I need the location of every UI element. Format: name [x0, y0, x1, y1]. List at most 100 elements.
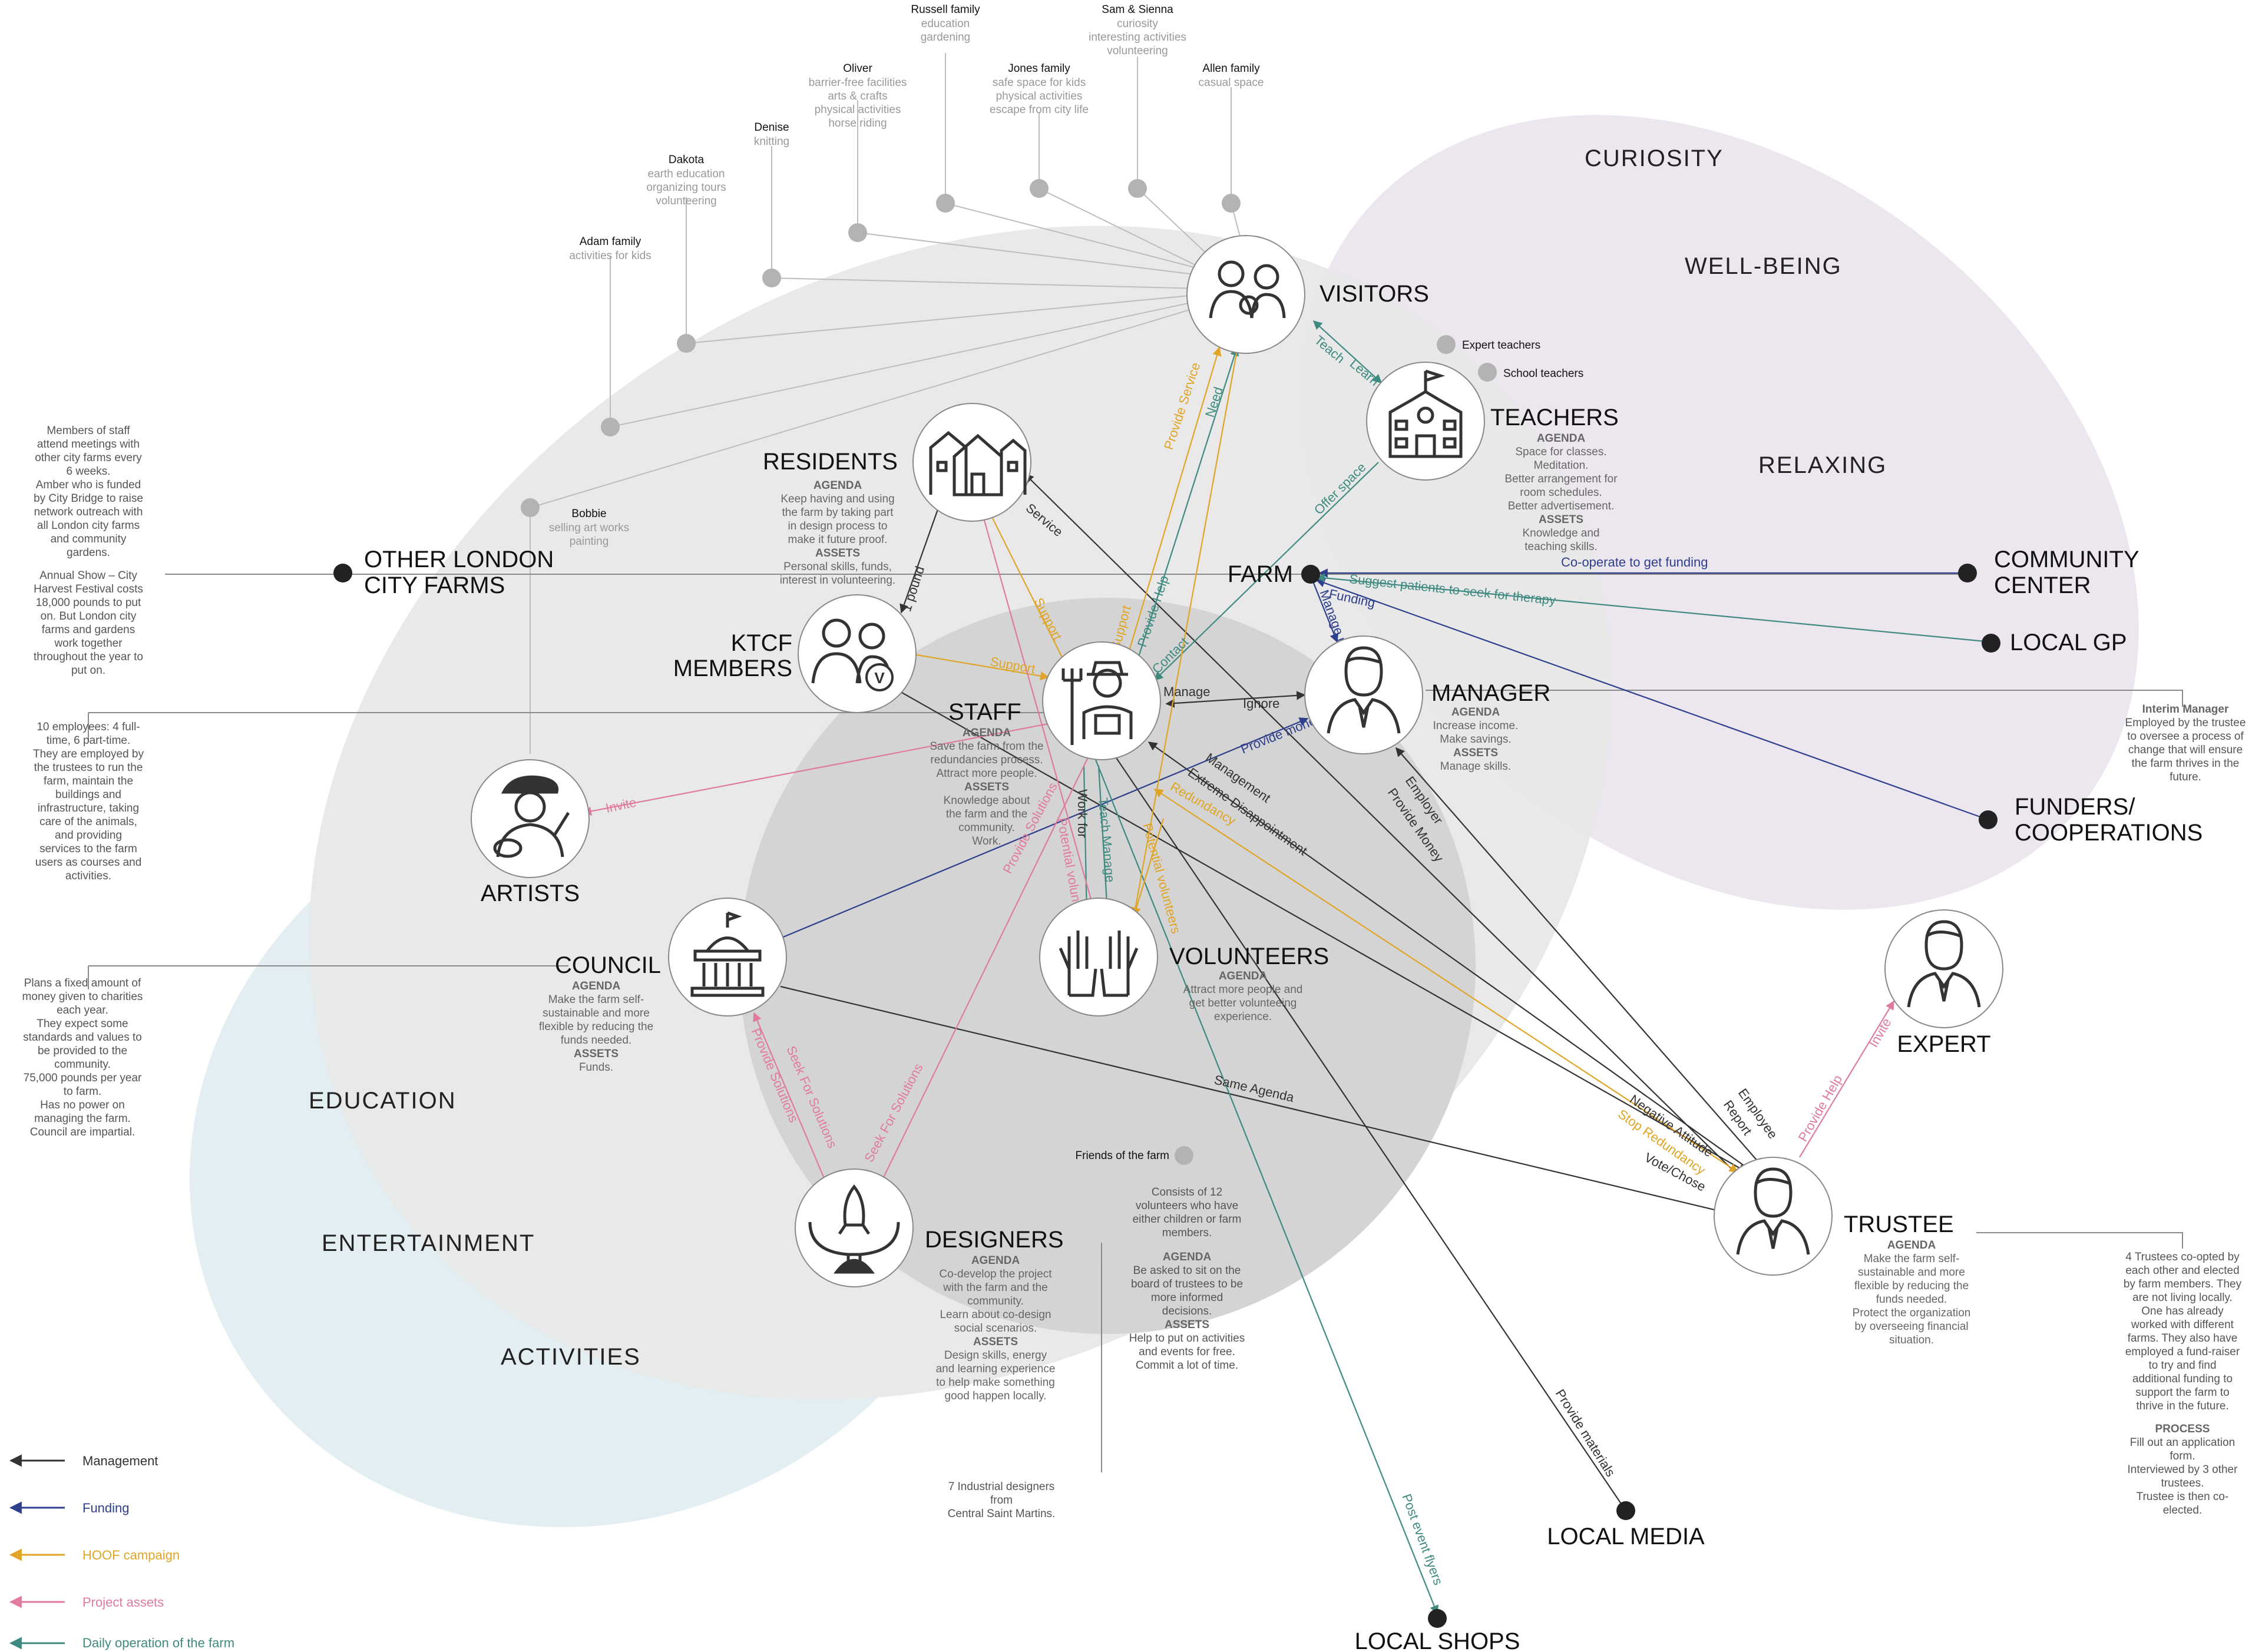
staff-assets-head: ASSETS [964, 781, 1009, 793]
note-line: Trustee is then co- [2137, 1491, 2229, 1503]
note-line: Plans a fixed amount of [24, 977, 141, 989]
manager-agenda-head: AGENDA [1451, 706, 1500, 719]
zones [64, 0, 2262, 1652]
legend-label: Management [82, 1454, 158, 1468]
friends-label: Friends of the farm [1076, 1150, 1169, 1162]
volunteers-label: VOLUNTEERS [1169, 943, 1329, 969]
other-london-label-2: CITY FARMS [364, 572, 505, 598]
note-line: users as courses and [35, 856, 142, 869]
manager-assets: Manage skills. [1440, 760, 1511, 773]
actor-artists[interactable]: ARTISTS [471, 760, 589, 906]
designers-assets: Design skills, energy [944, 1349, 1047, 1362]
actor-trustee[interactable]: TRUSTEE AGENDA Make the farm self- susta… [1714, 1157, 1970, 1346]
community-dot [1958, 564, 1977, 582]
designers-agenda: Co-develop the project [939, 1268, 1052, 1280]
note-trustee: 4 Trustees co-opted by each other and el… [2124, 1251, 2242, 1517]
ktcf-badge-text: V [874, 669, 885, 687]
note-line: support the farm to [2135, 1386, 2229, 1399]
ktcf-label-2: MEMBERS [673, 655, 792, 681]
persona-name: Bobbie [571, 508, 606, 520]
zone-wellbeing: WELL-BEING [1685, 253, 1842, 279]
volunteers-agenda: Attract more people and [1183, 984, 1303, 996]
teachers-agenda: Better advertisement. [1508, 500, 1615, 512]
trustee-agenda: by overseeing financial [1854, 1320, 1968, 1333]
designers-agenda-head: AGENDA [971, 1254, 1020, 1267]
school-teachers-label: School teachers [1503, 368, 1583, 380]
persona-desc: arts & crafts [828, 90, 887, 102]
expert-teachers-dot [1437, 335, 1456, 354]
local-gp-label: LOCAL GP [2010, 630, 2127, 655]
staff-label: STAFF [948, 699, 1021, 725]
legend-item-management: Management [11, 1454, 158, 1468]
other-london-dot [333, 564, 352, 582]
persona-desc: physical activities [996, 90, 1083, 102]
note-line: Members of staff [47, 425, 130, 437]
legend-item-project: Project assets [11, 1595, 164, 1610]
note-line: either children or farm [1133, 1213, 1242, 1226]
note-line: are not living locally. [2132, 1292, 2233, 1304]
residents-agenda: make it future proof. [788, 534, 888, 546]
persona-desc: gardening [921, 31, 971, 44]
note-line: Central Saint Martins. [948, 1508, 1056, 1520]
designers-assets: good happen locally. [945, 1390, 1047, 1402]
council-agenda: sustainable and more [543, 1007, 650, 1019]
ktcf-circle [798, 595, 916, 713]
note-line: elected. [2163, 1504, 2203, 1517]
local-shops-dot [1428, 1609, 1447, 1628]
note-line: and community [51, 533, 127, 545]
note-line: Commit a lot of time. [1136, 1359, 1238, 1372]
note-line: from [990, 1494, 1013, 1507]
manager-label: MANAGER [1431, 680, 1550, 706]
persona-desc: painting [570, 535, 609, 548]
note-line: worked with different [2131, 1319, 2234, 1331]
note-line: managing the farm. [34, 1113, 131, 1125]
note-line: each year. [57, 1004, 108, 1017]
note-line: Help to put on activities [1129, 1332, 1245, 1345]
node-local-media[interactable]: LOCAL MEDIA [1547, 1501, 1705, 1550]
note-line: Consists of 12 [1152, 1186, 1222, 1199]
zone-relaxing: RELAXING [1758, 452, 1887, 478]
actor-expert[interactable]: EXPERT [1885, 910, 2003, 1057]
staff-agenda: Save the farm from the [930, 740, 1043, 753]
legend-item-hoof: HOOF campaign [11, 1548, 180, 1562]
note-head: AGENDA [1163, 1251, 1212, 1263]
persona-desc: activities for kids [569, 250, 651, 262]
teachers-agenda-head: AGENDA [1537, 432, 1586, 445]
note-line: services to the farm [39, 843, 137, 855]
persona-name: Allen family [1202, 62, 1260, 75]
teachers-assets: Knowledge and [1523, 527, 1600, 539]
label-co-operate: Co-operate to get funding [1561, 555, 1708, 570]
community-label-1: COMMUNITY [1994, 547, 2139, 572]
trustee-agenda: flexible by reducing the [1854, 1280, 1969, 1292]
note-line: Annual Show – City [39, 570, 137, 582]
note-line: decisions. [1162, 1305, 1212, 1317]
teachers-label: TEACHERS [1490, 405, 1619, 431]
persona-dot [936, 194, 955, 213]
note-line: each other and elected [2125, 1264, 2239, 1277]
label-manage-a: Manage [1163, 684, 1211, 699]
persona-name: Jones family [1008, 62, 1070, 75]
farm-label: FARM [1228, 561, 1293, 587]
note-line: farm, maintain the [44, 775, 133, 787]
note-line: attend meetings with [37, 438, 140, 451]
designers-agenda: social scenarios. [954, 1322, 1037, 1335]
note-line: be provided to the [38, 1045, 127, 1057]
note-line: Be asked to sit on the [1133, 1264, 1241, 1277]
volunteers-agenda: experience. [1214, 1011, 1272, 1023]
trustee-agenda: Make the farm self- [1864, 1253, 1960, 1265]
legend-label: Daily operation of the farm [82, 1636, 234, 1650]
note-line: other city farms every [35, 452, 142, 464]
note-council: Plans a fixed amount of money given to c… [22, 977, 143, 1138]
persona-dot [521, 498, 540, 517]
persona-desc: horse riding [828, 117, 887, 130]
note-line: Interviewed by 3 other [2128, 1464, 2238, 1476]
note-line: 7 Industrial designers [948, 1481, 1055, 1493]
note-head: PROCESS [2155, 1423, 2210, 1435]
local-gp-dot [1982, 634, 2000, 653]
note-line: activities. [65, 870, 111, 882]
teachers-agenda: Meditation. [1534, 459, 1589, 472]
zone-education: EDUCATION [309, 1088, 457, 1114]
note-line: and providing [55, 829, 122, 842]
node-local-shops[interactable]: LOCAL SHOPS [1355, 1609, 1520, 1652]
artists-label: ARTISTS [481, 880, 580, 906]
